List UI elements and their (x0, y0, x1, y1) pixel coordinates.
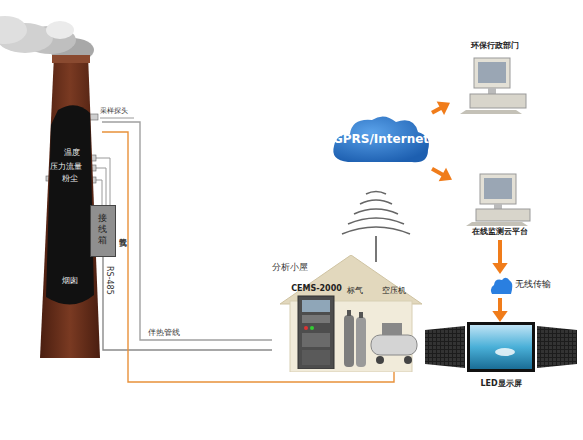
sensor-label: 温度 (64, 149, 80, 158)
node-label: 接线箱 (98, 213, 110, 246)
led-screen: LED显示屏 (425, 322, 577, 394)
smoke-puff (0, 16, 27, 44)
wireless-cloud: 无线传输 (489, 274, 559, 298)
wave-arc (342, 227, 410, 234)
computer-shape (450, 42, 540, 114)
connector (432, 168, 452, 182)
sensor-label: 压力流量 (50, 163, 82, 172)
junction-box: 接线箱 (90, 205, 116, 257)
wave-arc (348, 218, 404, 224)
node-label: 环保行政部门 (450, 42, 540, 51)
connector (492, 298, 507, 322)
sensor-wire (96, 168, 106, 205)
arrow-head (439, 168, 452, 182)
smoke (0, 16, 94, 62)
sensor-wire (96, 180, 102, 205)
cloud-platform-computer: 在线监测云平台 (452, 172, 548, 240)
signal-waves (342, 192, 410, 263)
smoke-puff (46, 21, 74, 39)
wave-arc (354, 209, 398, 214)
probe-wire (100, 118, 134, 119)
internet-cloud: GPRS/Internet (330, 112, 432, 170)
connector (432, 101, 450, 114)
node-label: 烟囱 (38, 277, 102, 286)
node-label: 在线监测云平台 (452, 228, 548, 237)
cabinet-shape (293, 283, 340, 369)
antenna (375, 236, 377, 262)
node-label: GPRS/Internet (330, 133, 432, 146)
connector-line (498, 298, 502, 312)
cems-cabinet: CEMS-2000 (293, 283, 340, 369)
arrow-head (437, 101, 450, 114)
sensor-wire (96, 158, 110, 205)
analysis-house: 分析小屋 CEMS-2000标气空压机 (272, 255, 430, 372)
arrow-head (492, 263, 507, 274)
connector-label: 伴热管线 (148, 329, 180, 338)
node-label: 标气 (342, 287, 368, 296)
sensor-label: 粉尘 (62, 175, 78, 184)
air-compressor: 空压机 (368, 285, 420, 367)
arrow-head (492, 311, 507, 322)
connector-line (432, 108, 441, 113)
admin-computer: 环保行政部门 (450, 42, 540, 114)
wave-arc (366, 192, 386, 195)
sensor-label: 采样探头 (100, 108, 128, 116)
node-label: 空压机 (368, 287, 420, 296)
node-label: CEMS-2000 (289, 285, 344, 294)
connector-line (432, 169, 443, 175)
cylinders-shape (342, 285, 368, 367)
gas-cylinders: 标气 (342, 285, 368, 367)
connector-label: RS-485 (104, 266, 113, 295)
compressor-shape (368, 285, 420, 367)
connector (492, 240, 507, 274)
wave-arc (360, 200, 392, 204)
node-label: 无线传输 (515, 280, 551, 290)
connector-line (498, 240, 502, 264)
node-label: LED显示屏 (425, 380, 577, 389)
node-label: 分析小屋 (272, 263, 308, 273)
